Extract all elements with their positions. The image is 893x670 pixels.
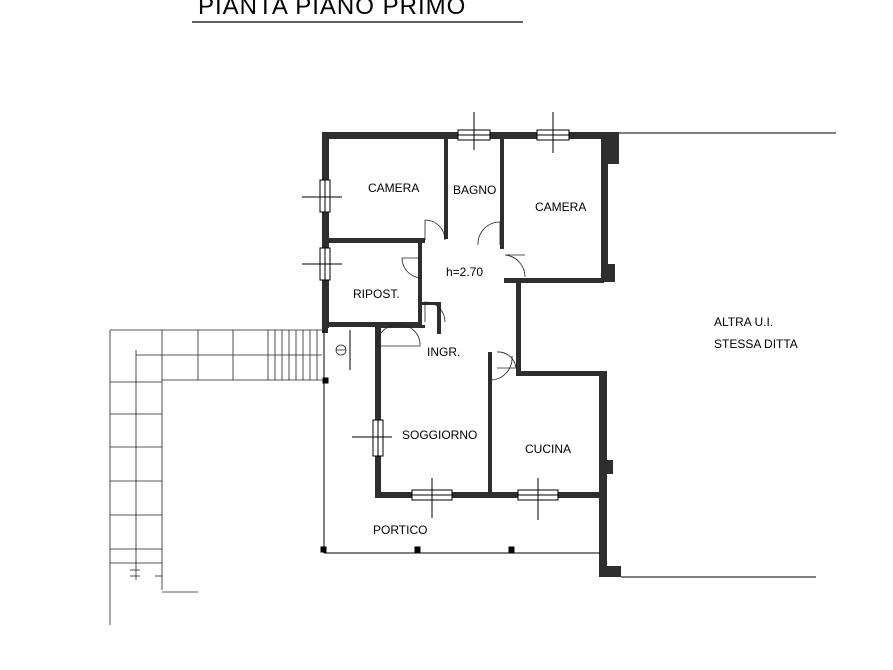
room-label-soggiorno: SOGGIORNO xyxy=(402,428,477,442)
boundary-lines xyxy=(619,132,836,578)
adjacent-unit-label: ALTRA U.I. xyxy=(714,315,773,329)
room-label-camera-right: CAMERA xyxy=(535,200,586,214)
doors xyxy=(376,219,526,381)
light-fixture-icon xyxy=(335,344,347,356)
plan-title-text: PIANTA PIANO PRIMO xyxy=(198,0,466,20)
porch-outline xyxy=(320,330,600,554)
room-label-cucina: CUCINA xyxy=(525,442,571,456)
room-label-portico: PORTICO xyxy=(373,523,427,537)
room-label-ingr: INGR. xyxy=(427,345,460,359)
walls xyxy=(322,132,621,577)
adjacent-owner-label: STESSA DITTA xyxy=(714,337,798,351)
room-label-camera-left: CAMERA xyxy=(368,181,419,195)
room-label-bagno: BAGNO xyxy=(453,183,496,197)
room-label-ripost: RIPOST. xyxy=(353,287,400,301)
windows xyxy=(302,112,570,520)
exterior-stairs xyxy=(109,329,322,625)
plan-title: PIANTA PIANO PRIMO xyxy=(192,0,523,23)
ceiling-height-label: h=2.70 xyxy=(446,265,483,279)
